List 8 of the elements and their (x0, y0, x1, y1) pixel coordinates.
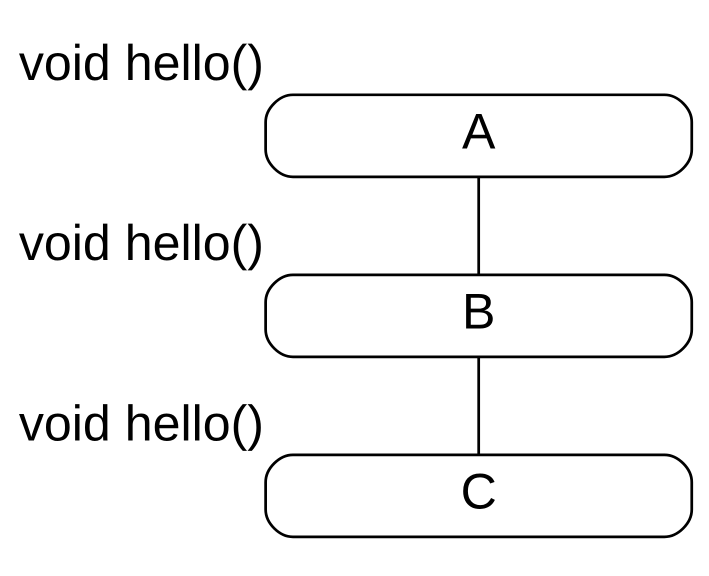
node-box: A (264, 92, 694, 178)
connector (477, 176, 480, 274)
node-box: B (264, 272, 694, 358)
node-label: void hello() (18, 34, 264, 91)
node-box: C (264, 452, 694, 538)
node-label: void hello() (18, 394, 264, 451)
node-label: void hello() (18, 214, 264, 271)
connector (477, 356, 480, 454)
